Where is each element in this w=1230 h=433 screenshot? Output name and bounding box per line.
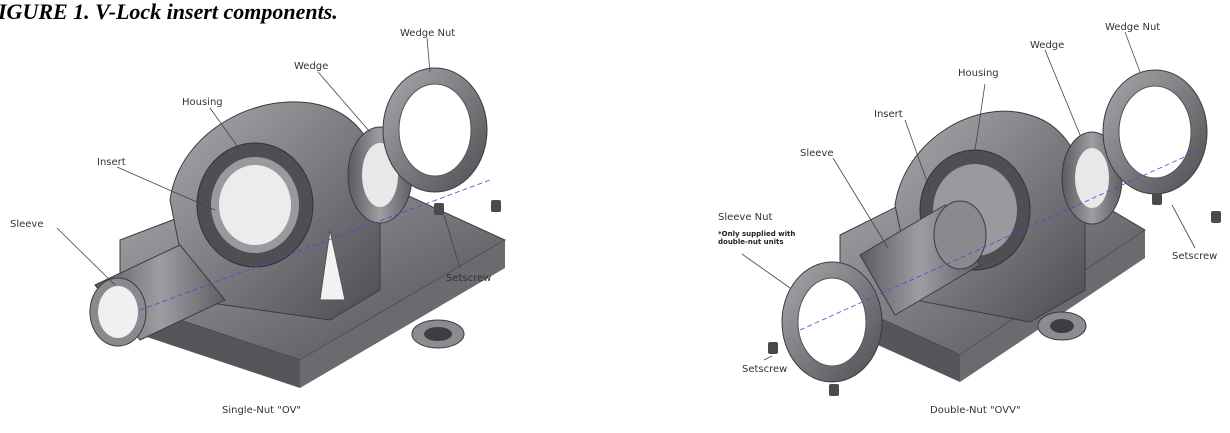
label-setscrew: Setscrew: [446, 273, 491, 284]
label-sleeve-nut: Sleeve Nut: [718, 212, 772, 223]
label-wedge-nut: Wedge Nut: [400, 28, 455, 39]
label-insert: Insert: [97, 157, 126, 168]
label-wedge-nut-right: Wedge Nut: [1105, 22, 1160, 33]
leader-sleeve-nut: [742, 254, 790, 288]
label-wedge-right: Wedge: [1030, 40, 1064, 51]
single-nut-diagram: Wedge Nut Wedge Housing Insert Sleeve Se…: [10, 28, 505, 416]
label-sleeve-right: Sleeve: [800, 148, 834, 159]
double-nut-diagram: Wedge Nut Wedge Housing Insert Sleeve Sl…: [718, 22, 1221, 416]
label-housing-right: Housing: [958, 68, 999, 79]
sleeve-nut-note-line2: double-nut units: [718, 238, 784, 246]
wedge-nut-part-right: [1103, 70, 1207, 194]
caption-single-nut: Single-Nut "OV": [222, 405, 301, 416]
label-setscrew-bottom: Setscrew: [742, 364, 787, 375]
label-housing: Housing: [182, 97, 223, 108]
leader-setscrew-right: [1172, 205, 1195, 248]
label-wedge: Wedge: [294, 61, 328, 72]
leader-wedge-right: [1045, 50, 1080, 135]
sleeve-nut-note-line1: *Only supplied with: [718, 230, 795, 238]
label-sleeve: Sleeve: [10, 219, 44, 230]
leader-sleeve: [57, 228, 115, 285]
leader-setscrew-bottom: [764, 356, 772, 360]
sleeve-nut-part: [782, 262, 882, 382]
label-insert-right: Insert: [874, 109, 903, 120]
label-setscrew-right: Setscrew: [1172, 251, 1217, 262]
wedge-nut-part: [383, 68, 487, 192]
leader-wedge-nut-right: [1125, 32, 1140, 72]
leader-wedge-nut: [427, 38, 430, 72]
caption-double-nut: Double-Nut "OVV": [930, 405, 1021, 416]
